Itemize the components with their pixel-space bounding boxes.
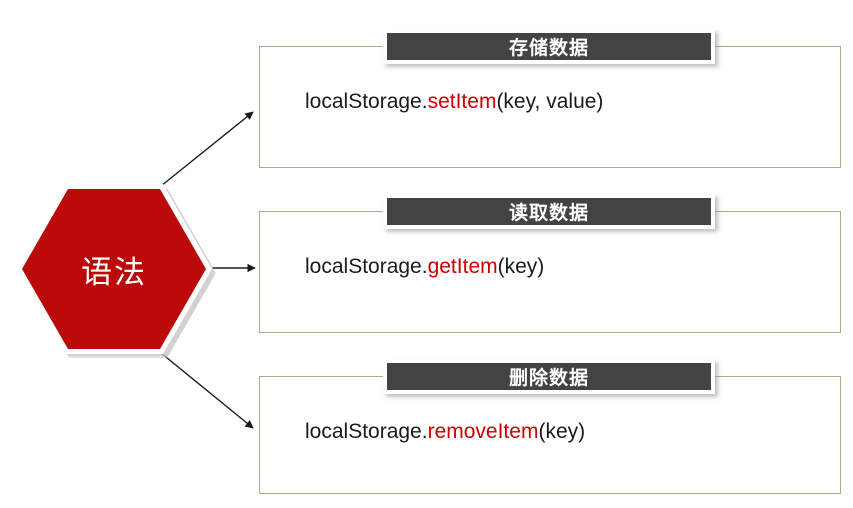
code-method: setItem	[427, 90, 497, 113]
connector-arrow-delete	[160, 352, 254, 429]
code-suffix: (key, value)	[496, 90, 604, 113]
header-plate-label-delete: 删除数据	[387, 363, 711, 390]
code-method: removeItem	[427, 420, 539, 443]
connector-arrow-store	[160, 111, 254, 187]
syntax-hexagon-node[interactable]: 语法	[14, 182, 216, 358]
code-line-store: localStorage.setItem(key, value)	[305, 90, 603, 114]
code-suffix: (key)	[497, 255, 545, 278]
header-plate-read[interactable]: 读取数据	[383, 194, 715, 229]
hexagon-label: 语法	[81, 254, 147, 291]
code-suffix: (key)	[538, 420, 586, 443]
code-prefix: localStorage.	[305, 255, 428, 278]
branch-row-delete: localStorage.removeItem(key)	[259, 376, 841, 494]
code-prefix: localStorage.	[305, 420, 428, 443]
code-line-delete: localStorage.removeItem(key)	[305, 420, 585, 444]
header-plate-store[interactable]: 存储数据	[383, 29, 715, 64]
content-box-delete	[259, 376, 841, 494]
branch-row-store: localStorage.setItem(key, value)	[259, 46, 841, 168]
code-line-read: localStorage.getItem(key)	[305, 255, 544, 279]
content-box-store	[259, 46, 841, 168]
code-prefix: localStorage.	[305, 90, 428, 113]
header-plate-delete[interactable]: 删除数据	[383, 359, 715, 394]
branch-row-read: localStorage.getItem(key)	[259, 211, 841, 333]
content-box-read	[259, 211, 841, 333]
code-method: getItem	[427, 255, 498, 278]
header-plate-label-store: 存储数据	[387, 33, 711, 60]
header-plate-label-read: 读取数据	[387, 198, 711, 225]
